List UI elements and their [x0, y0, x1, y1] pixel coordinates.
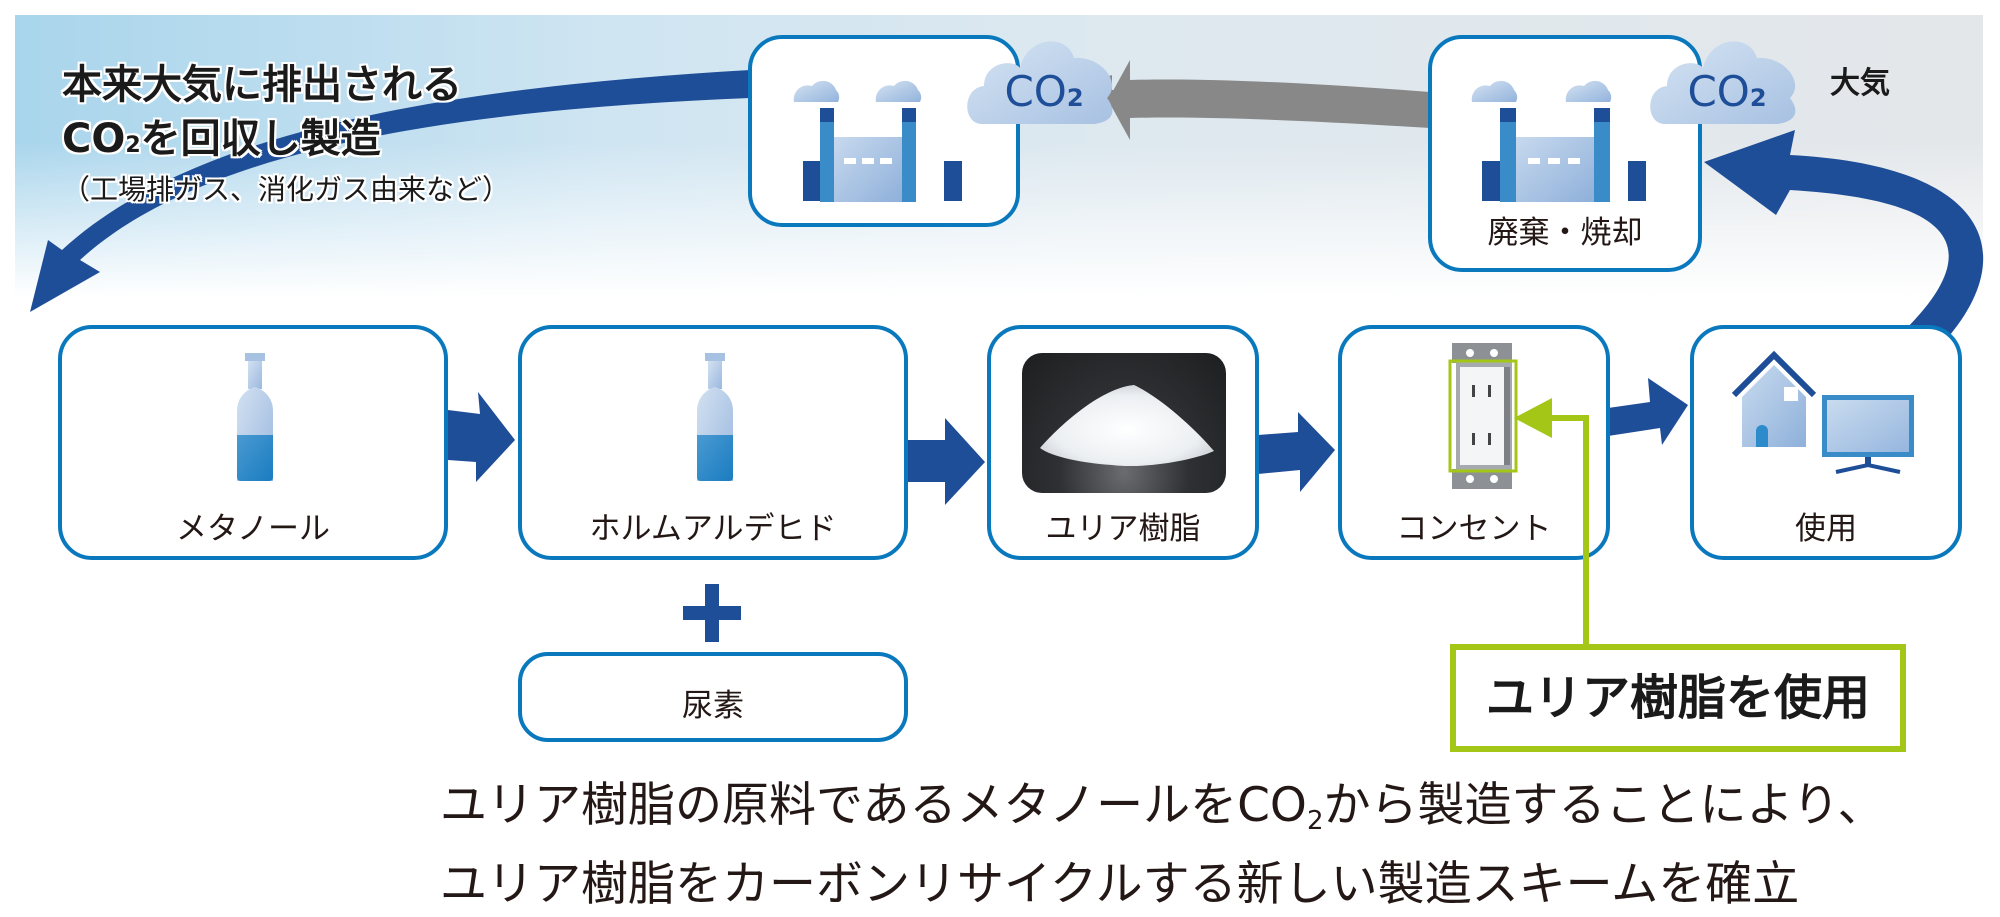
urea-resin-powder-photo	[1022, 353, 1226, 493]
step-outlet-box: コンセント	[1338, 325, 1610, 560]
outlet-photo	[1448, 343, 1518, 489]
step-methanol-box: メタノール	[58, 325, 448, 560]
factory-icon	[793, 80, 962, 202]
urea-label: 尿素	[682, 688, 744, 724]
summary-line2: ユリア樹脂をカーボンリサイクルする新しい製造スキームを確立	[440, 857, 1800, 912]
step-label: コンセント	[1396, 511, 1552, 547]
step-label: ユリア樹脂	[1045, 511, 1201, 547]
co2-cloud-icon: CO2	[1650, 41, 1796, 124]
step-label: メタノール	[175, 511, 331, 547]
step-formaldehyde-box: ホルムアルデヒド	[518, 325, 908, 560]
co2-cloud-text: CO2	[1687, 67, 1766, 116]
summary-text: ユリア樹脂の原料であるメタノールをCO2から製造することにより、 ユリア樹脂をカ…	[440, 774, 1885, 917]
flow-arrow-2	[908, 418, 985, 505]
disposal-curve-arrow	[1704, 130, 1984, 335]
summary-line1-prefix: ユリア樹脂の原料であるメタノールをCO	[440, 778, 1307, 833]
bottle-icon	[237, 353, 273, 481]
summary-line1-sub: 2	[1306, 806, 1324, 836]
step-label: ホルムアルデヒド	[589, 511, 837, 547]
co2-cloud-icon: CO2	[967, 41, 1113, 124]
capture-curve-arrow	[30, 70, 750, 312]
urea-box: 尿素	[518, 652, 908, 742]
flow-arrow-1	[448, 392, 515, 482]
capture-headline: 本来大気に排出される CO2を回収し製造 （工場排ガス、消化ガス由来など）	[62, 58, 510, 207]
bottle-icon	[697, 353, 733, 481]
factory-capture-box	[748, 35, 1020, 227]
headline-line2-prefix: CO	[62, 116, 126, 162]
emission-gray-arrow-body	[1108, 60, 1430, 140]
disposal-label: 廃棄・焼却	[1487, 215, 1643, 251]
factory-icon	[1471, 80, 1646, 202]
flow-arrow-3	[1258, 412, 1335, 492]
step-label: 使用	[1795, 511, 1857, 547]
callout-arrowhead	[1514, 398, 1552, 438]
step-use-box: 使用	[1690, 325, 1962, 560]
flow-arrow-4	[1608, 378, 1688, 445]
step-urea-resin-box: ユリア樹脂	[987, 325, 1259, 560]
atmosphere-label: 大気	[1830, 66, 1890, 101]
co2-cloud-text: CO2	[1004, 67, 1083, 116]
headline-line1: 本来大気に排出される	[62, 62, 462, 108]
urea-resin-callout: ユリア樹脂を使用	[1450, 644, 1906, 752]
house-monitor-icon	[1731, 350, 1914, 474]
headline-line2-sub: 2	[125, 133, 141, 158]
summary-line1-suffix: から製造することにより、	[1323, 778, 1885, 833]
disposal-box: 廃棄・焼却	[1428, 35, 1702, 272]
plus-icon	[683, 584, 741, 642]
headline-note: （工場排ガス、消化ガス由来など）	[62, 173, 511, 206]
headline-line2-suffix: を回収し製造	[140, 116, 381, 162]
